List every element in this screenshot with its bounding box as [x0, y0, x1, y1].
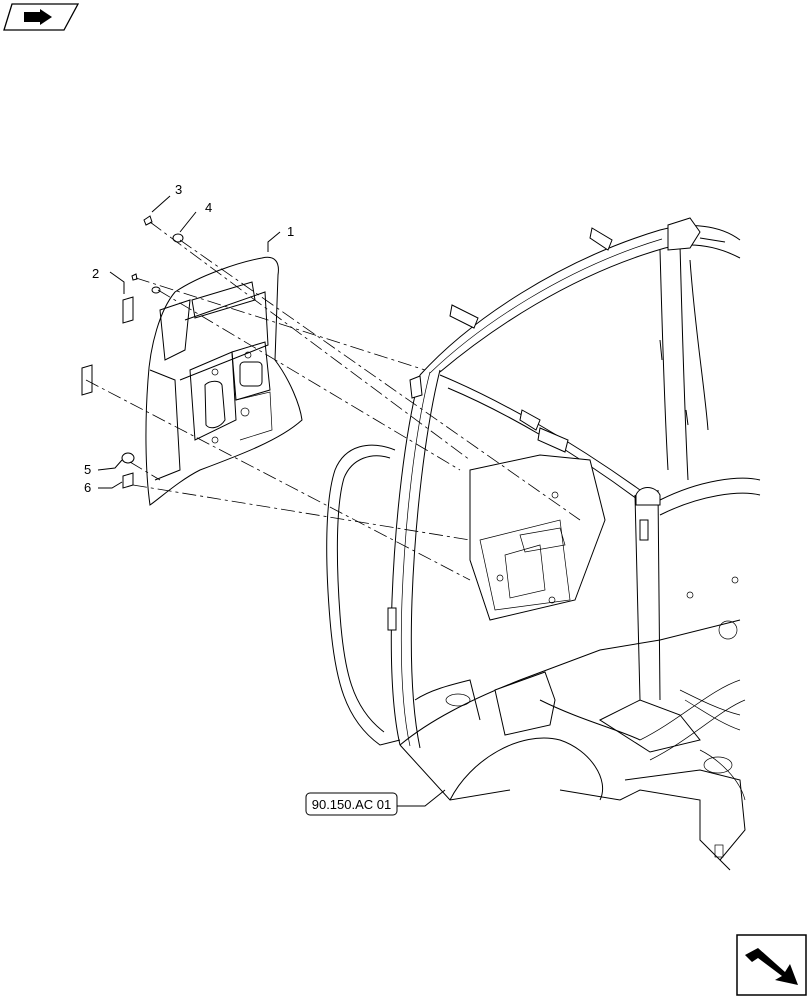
callout-6: 6: [84, 480, 91, 495]
next-page-arrow-icon[interactable]: [736, 934, 807, 996]
callout-2: 2: [92, 266, 99, 281]
clip-6: [122, 472, 134, 489]
reference-box[interactable]: 90.150.AC 01: [305, 789, 446, 816]
cab-frame: [326, 217, 761, 871]
nut-5: [121, 452, 135, 464]
hardware-parts: [81, 215, 184, 489]
previous-page-arrow-icon[interactable]: [3, 3, 80, 31]
assembly-lines: [85, 221, 581, 581]
plug-2: [122, 296, 134, 324]
callout-leaders: [97, 195, 281, 489]
callout-5: 5: [84, 462, 91, 477]
callout-4: 4: [205, 200, 212, 215]
screw-3: [143, 215, 153, 226]
reference-label: 90.150.AC 01: [312, 797, 392, 812]
rear-trim-panel: [145, 256, 303, 506]
callout-1: 1: [287, 224, 294, 239]
callout-3: 3: [175, 182, 182, 197]
